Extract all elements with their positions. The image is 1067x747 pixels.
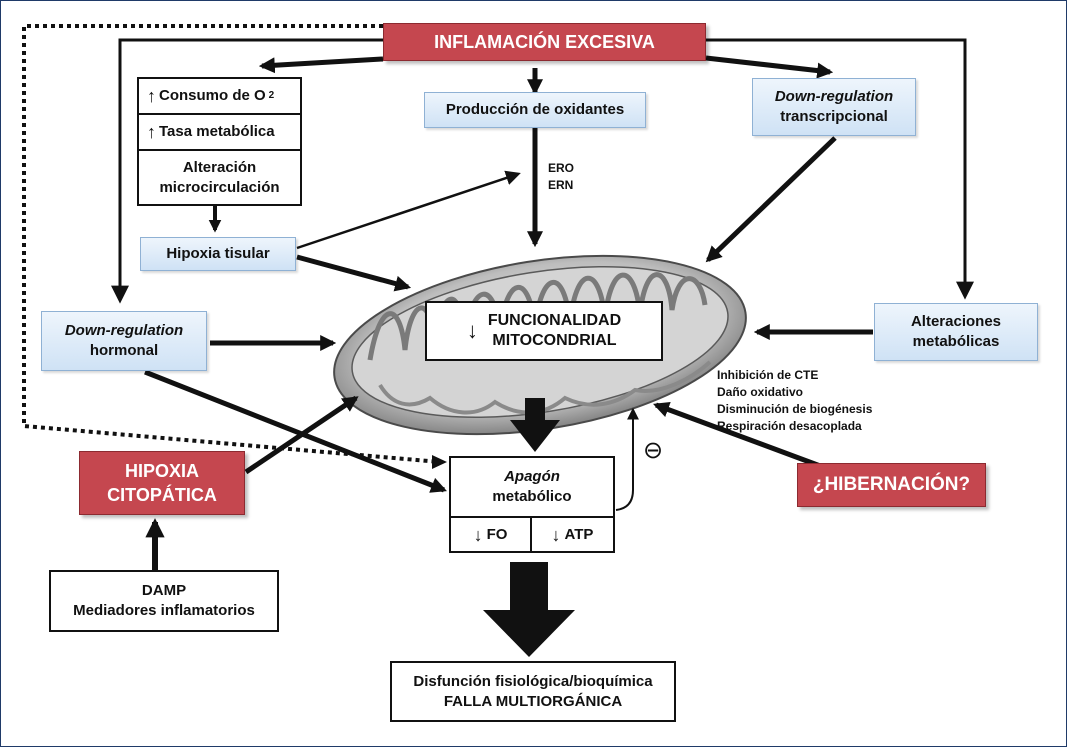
mitochondrial-effects-list: Inhibición de CTE Daño oxidativo Disminu… — [717, 367, 872, 435]
hibernacion-label: ¿HIBERNACIÓN? — [812, 474, 971, 495]
atp-label: ATP — [564, 525, 594, 543]
hipoxia-citopatica-line2: CITOPÁTICA — [107, 485, 217, 505]
downregulation-transcripcional-box: Down-regulation transcripcional — [752, 78, 916, 136]
hipoxia-tisular-label: Hipoxia tisular — [166, 245, 270, 262]
ero-text: ERO — [548, 161, 575, 175]
produccion-oxidantes-box: Producción de oxidantes — [424, 92, 646, 128]
fo-box: ↓ FO — [449, 516, 532, 553]
ero-ern-label: ERO ERN — [548, 160, 574, 194]
down-arrow-icon: ↓ — [551, 524, 561, 545]
inflamacion-label: INFLAMACIÓN EXCESIVA — [434, 31, 655, 52]
hipoxia-tisular-box: Hipoxia tisular — [140, 237, 296, 271]
up-arrow-icon: ↑ — [147, 122, 156, 142]
alteracion-microcirculacion-box: Alteración microcirculación — [137, 149, 302, 206]
effect-item: Disminución de biogénesis — [717, 402, 873, 416]
disfuncion-line2: FALLA MULTIORGÁNICA — [443, 692, 623, 710]
tasa-label: Tasa metabólica — [159, 123, 275, 140]
down-arrow-icon: ↓ — [466, 318, 478, 343]
negative-feedback-icon: ⊖ — [643, 437, 664, 464]
funcionalidad-line2: MITOCONDRIAL — [492, 332, 617, 349]
apagon-line2: metabólico — [492, 488, 572, 505]
consumo-label: Consumo de O — [159, 87, 266, 104]
fo-label: FO — [486, 525, 508, 543]
effect-item: Inhibición de CTE — [717, 368, 819, 382]
alteraciones-line2: metabólicas — [912, 333, 1000, 350]
effect-item: Respiración desacoplada — [717, 419, 862, 433]
alteracion-line1: Alteración — [182, 158, 257, 176]
down-arrow-icon: ↓ — [473, 524, 483, 545]
damp-line2: Mediadores inflamatorios — [73, 602, 255, 619]
damp-box: DAMP Mediadores inflamatorios — [49, 570, 279, 632]
alteraciones-metabolicas-box: Alteraciones metabólicas — [874, 303, 1038, 361]
hipoxia-citopatica-box: HIPOXIA CITOPÁTICA — [79, 451, 245, 515]
consumo-subscript: 2 — [268, 90, 275, 101]
inflamacion-excesiva-box: INFLAMACIÓN EXCESIVA — [383, 23, 706, 61]
damp-line1: DAMP — [141, 582, 187, 599]
downregulation-hormonal-box: Down-regulation hormonal — [41, 311, 207, 371]
downreg-hormonal-italic: Down-regulation — [64, 322, 184, 339]
funcionalidad-line1: FUNCIONALIDAD — [487, 312, 622, 329]
produccion-label: Producción de oxidantes — [445, 101, 625, 118]
disfuncion-box: Disfunción fisiológica/bioquímica FALLA … — [390, 661, 676, 722]
funcionalidad-mitocondrial-box: ↓ FUNCIONALIDAD MITOCONDRIAL — [425, 301, 663, 361]
downreg-trans-line2: transcripcional — [780, 108, 888, 125]
hipoxia-citopatica-line1: HIPOXIA — [124, 461, 199, 481]
hibernacion-box: ¿HIBERNACIÓN? — [797, 463, 986, 507]
up-arrow-icon: ↑ — [147, 86, 156, 106]
atp-box: ↓ ATP — [530, 516, 615, 553]
alteracion-line2: microcirculación — [159, 178, 280, 196]
downreg-trans-italic: Down-regulation — [774, 88, 894, 105]
apagon-metabolico-box: Apagón metabólico — [449, 456, 615, 518]
alteraciones-line1: Alteraciones — [910, 313, 1002, 330]
effect-item: Daño oxidativo — [717, 385, 804, 399]
ern-text: ERN — [548, 178, 574, 192]
apagon-italic: Apagón — [504, 468, 560, 485]
disfuncion-line1: Disfunción fisiológica/bioquímica — [413, 672, 653, 690]
tasa-metabolica-box: ↑ Tasa metabólica — [137, 113, 302, 151]
downreg-hormonal-line2: hormonal — [89, 342, 159, 359]
